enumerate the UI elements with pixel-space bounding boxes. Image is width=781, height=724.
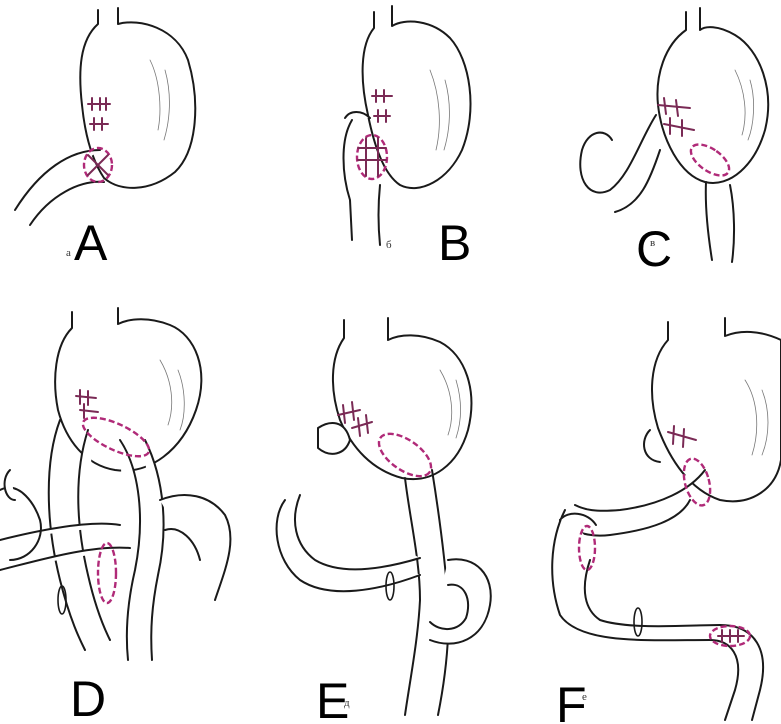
panel-c-label: C — [636, 221, 672, 277]
panel-f-gastric-stump — [644, 430, 660, 462]
panel-d: D — [0, 308, 230, 724]
panel-a-duodenum — [15, 150, 104, 225]
panel-f-stomach — [652, 318, 781, 501]
panel-c-stomach — [657, 8, 768, 183]
panel-a-sublabel: а — [66, 247, 71, 259]
panel-c-jejunum-loop — [580, 115, 660, 212]
panel-e: д E — [277, 318, 491, 724]
panel-d-stomach — [55, 308, 201, 471]
panel-c: в C — [580, 8, 768, 277]
panel-e-roux-loop — [277, 495, 491, 644]
panel-a-stomach — [80, 8, 195, 188]
panel-b-label: B — [438, 215, 471, 271]
panel-a-label: A — [74, 215, 108, 271]
panel-a: а A — [15, 8, 195, 271]
panel-d-label: D — [70, 671, 106, 724]
panel-f-label: F — [556, 677, 587, 724]
panel-b-sublabel: б — [386, 239, 392, 251]
panel-b: б B — [344, 6, 472, 271]
panel-f: е F — [552, 318, 781, 724]
panel-e-label: E — [316, 673, 349, 724]
panel-d-efferent-limb — [120, 440, 164, 660]
panel-c-efferent-limb — [706, 182, 734, 262]
